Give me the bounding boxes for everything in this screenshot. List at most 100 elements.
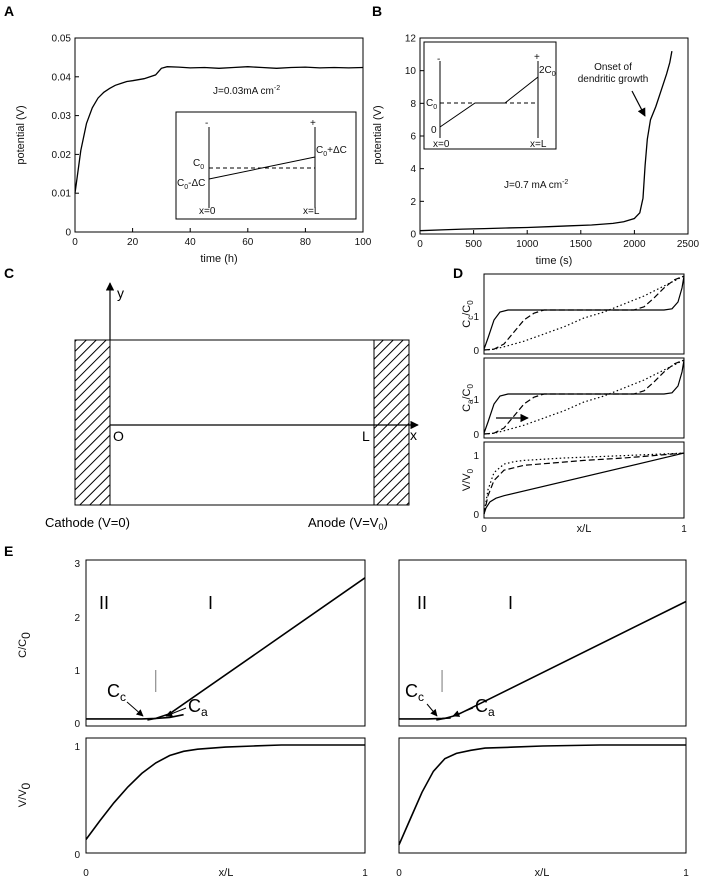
panel-d-series: [483, 275, 685, 515]
panel-d-ca-ylabel: Ca/C0: [461, 384, 475, 412]
panel-d-1-dashed-line: [483, 359, 685, 435]
panel-e-right-region-ii: II: [417, 593, 427, 613]
x-axis-label: x: [410, 427, 417, 443]
panel-b-inset-2c0: 2C0: [539, 65, 556, 78]
panel-b-callout-arrow: [631, 90, 646, 117]
panel-a-inset-c0-minus: C0-ΔC: [177, 178, 205, 191]
panel-b-ytick-label: 10: [405, 66, 417, 77]
panel-a-inset-xl: x=L: [303, 206, 320, 217]
panel-e-chart: 3 2 1 0 1 0 C/C0 V/V0 II I II I Cc Ca Cc…: [17, 559, 689, 879]
panel-c-schematic: y x O L Cathode (V=0) Anode (V=V0): [45, 282, 419, 532]
panel-b-callout-line2: dendritic growth: [578, 74, 649, 85]
panel-label-e: E: [4, 543, 13, 559]
panel-e-right-lower-frame: [398, 737, 687, 854]
cathode-electrode: [74, 339, 111, 506]
panel-b-inset: - + C0 0 2C0 x=0 x=L: [423, 41, 557, 150]
panel-b-xtick-label: 0: [417, 239, 423, 250]
panel-d-2-dotted-line: [483, 452, 685, 515]
panel-a-xtick-label: 0: [72, 237, 78, 248]
panel-a-inset-plus: +: [310, 118, 316, 129]
panel-e-left-cc-arrow: [126, 701, 144, 717]
panel-d-1-solid-line: [483, 359, 685, 434]
panel-b-inset-x0: x=0: [433, 139, 450, 150]
panel-e-left-xtick-1: 1: [362, 868, 368, 879]
panel-a-inset-c0: C0: [193, 158, 204, 171]
panel-b-xtick-label: 1500: [570, 239, 593, 250]
panel-d-cc-ytick-1: 1: [473, 312, 479, 323]
cell-body: [74, 339, 410, 506]
panel-b-inset-zero: 0: [431, 125, 437, 136]
panel-d-v-ytick-1: 1: [473, 451, 479, 462]
panel-a-ytick-label: 0: [65, 228, 71, 239]
panel-b-callout-line1: Onset of: [594, 62, 632, 73]
panel-e-left-region-ii: II: [99, 593, 109, 613]
panel-b-inset-xl: x=L: [530, 139, 547, 150]
panel-label-d: D: [453, 265, 463, 281]
panel-a-ytick-label: 0.05: [52, 34, 72, 45]
panel-e-lower-ytick-1: 1: [74, 742, 80, 753]
panel-e-right-xtick-1: 1: [683, 868, 689, 879]
panel-e-left-xlabel: x/L: [219, 867, 234, 879]
panel-e-right-xlabel: x/L: [535, 867, 550, 879]
panel-e-left-ca-line: [147, 577, 366, 721]
panel-e-right-cc-arrow: [426, 703, 438, 717]
panel-d-ca-frame: [483, 357, 685, 439]
panel-b-ytick-label: 0: [410, 230, 416, 241]
panel-b-ytick-label: 6: [410, 132, 416, 143]
panel-e-right-xtick-0: 0: [396, 868, 402, 879]
cathode-label: Cathode (V=0): [45, 515, 130, 530]
panel-e-lower-ylabel: V/V0: [17, 782, 33, 807]
panel-e-left-cc-label: Cc: [107, 681, 126, 704]
panel-a-ytick-label: 0.04: [52, 72, 72, 83]
anode-electrode: [373, 339, 410, 506]
panel-e-series: [85, 577, 687, 846]
panel-a-ytick-label: 0.02: [52, 150, 72, 161]
origin-label: O: [113, 428, 124, 444]
panel-d-ca-ytick-0: 0: [473, 430, 479, 441]
panel-label-a: A: [4, 3, 14, 19]
panel-b-inset-minus: -: [437, 54, 440, 65]
panel-a-inset: - + C0 C0-ΔC C0+ΔC x=0 x=L: [175, 111, 357, 220]
panel-d-0-dashed-line: [483, 275, 685, 351]
panel-b-ytick-label: 12: [405, 34, 417, 45]
panel-e-right-region-i: I: [508, 593, 513, 613]
panel-e-ytick-1: 1: [74, 666, 80, 677]
panel-d-v-ylabel: V/V0: [461, 468, 475, 491]
panel-a-inset-x0: x=0: [199, 206, 216, 217]
panel-e-ytick-3: 3: [74, 559, 80, 570]
panel-d-2-dashed-line: [483, 452, 685, 515]
panel-e-left-upper-frame: [85, 559, 366, 727]
panel-d-cc-ylabel: Cc/C0: [461, 300, 475, 328]
panel-d-chart: 1 0 1 0 1 0 Cc/C0 Ca/C0 V/V0 0 1 x/L: [461, 273, 687, 535]
panel-e-right-v-line: [398, 744, 686, 846]
panel-d-0-dotted-line: [483, 275, 685, 351]
panel-d-1-dotted-line: [483, 359, 685, 435]
panel-a-ytick-label: 0.01: [52, 189, 72, 200]
panel-b-xlabel: time (s): [536, 255, 573, 267]
panel-b-ytick-label: 4: [410, 164, 416, 175]
panel-a-frame: [74, 37, 364, 233]
panel-b-xtick-label: 2500: [677, 239, 700, 250]
panel-b-xtick-label: 2000: [623, 239, 646, 250]
panel-d-cc-ytick-0: 0: [473, 346, 479, 357]
panel-d-v-frame: [483, 441, 685, 519]
panel-d-ca-ytick-1: 1: [473, 395, 479, 406]
panel-e-right-cc-label: Cc: [405, 681, 424, 704]
panel-a-inset-minus: -: [205, 118, 208, 129]
panel-b-current-density: J=0.7 mA cm-2: [504, 179, 568, 191]
panel-e-left-lower-frame: [85, 737, 366, 854]
panel-a-current-density: J=0.03mA cm-2: [213, 85, 280, 97]
panel-e-right-ca-line: [436, 600, 687, 721]
y-axis-label: y: [117, 285, 124, 301]
panel-d-cc-frame: [483, 273, 685, 355]
panel-b-ytick-label: 8: [410, 99, 416, 110]
panel-a-xtick-label: 40: [185, 237, 197, 248]
panel-e-lower-ytick-0: 0: [74, 850, 80, 861]
panel-a-xtick-label: 20: [127, 237, 139, 248]
panel-d-v-ytick-0: 0: [473, 510, 479, 521]
panel-a-ylabel: potential (V): [15, 105, 27, 164]
panel-a-inset-c0-plus: C0+ΔC: [316, 145, 347, 158]
panel-d-2-solid-line: [483, 452, 685, 515]
